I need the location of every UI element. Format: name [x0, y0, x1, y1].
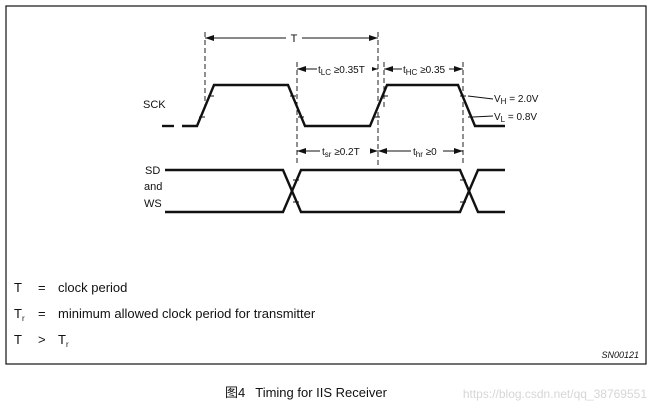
legend-row-2: Tr=minimum allowed clock period for tran… [14, 306, 316, 323]
thr-dimension: thr ≥0 [378, 142, 463, 159]
and-label: and [144, 181, 162, 193]
legend-row-3: T>Tr [14, 332, 69, 349]
bus-level-ticks [293, 179, 466, 203]
vh-leader [467, 95, 494, 100]
vl-label: VL = 0.8V [494, 112, 537, 124]
sd-ws-waveform [165, 168, 505, 214]
sck-label: SCK [143, 99, 166, 111]
tsr-dimension: tsr ≥0.2T [297, 142, 378, 159]
period-label: T [291, 33, 298, 45]
level-ticks [199, 95, 474, 118]
ws-label: WS [144, 198, 162, 210]
tsr-label: tsr ≥0.2T [322, 147, 360, 159]
diagram-frame [5, 5, 647, 365]
watermark: https://blog.csdn.net/qq_38769551 [463, 387, 647, 401]
thr-label: thr ≥0 [413, 147, 437, 159]
tlc-dimension: tLC ≥0.35T [297, 60, 378, 77]
period-dimension: T [205, 30, 378, 45]
tlc-label: tLC ≥0.35T [318, 65, 365, 77]
vh-label: VH = 2.0V [494, 94, 539, 106]
vl-leader [472, 115, 494, 118]
legend-row-1: T=clock period [14, 280, 127, 295]
thc-label: tHC ≥0.35 [403, 65, 446, 77]
thc-dimension: tHC ≥0.35 [384, 60, 463, 77]
legend: T=clock period Tr=minimum allowed clock … [14, 280, 316, 349]
sck-waveform [182, 83, 505, 128]
sd-label: SD [145, 165, 160, 177]
doc-code: SN00121 [601, 350, 639, 360]
